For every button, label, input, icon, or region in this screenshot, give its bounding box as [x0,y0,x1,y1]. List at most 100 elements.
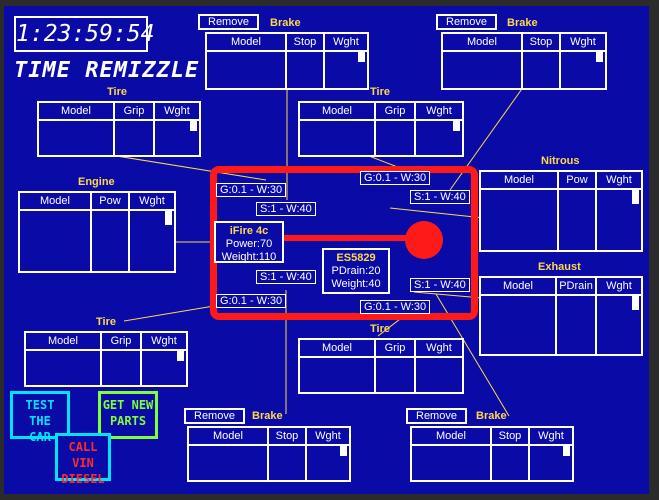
column-header: Grip [101,333,142,351]
column-header: Pow [91,193,130,211]
column-header: Wght [324,34,367,52]
column-header: Stop [491,428,530,446]
brake-stat-label: S:1 - W:40 [410,278,470,292]
tire-stat-label: G:0.1 - W:30 [360,171,431,185]
tire-right-upper-title: Tire [370,86,390,98]
column-header: Model [207,34,287,52]
column-header: Grip [375,340,416,358]
column-header: PDrain [556,278,597,296]
engine-power: Power:70 [225,238,273,250]
button-line: TEST THE [25,398,55,428]
button-line: CALL VIN [68,440,98,470]
column-header: Wght [141,333,186,351]
scrollbar[interactable] [358,52,365,62]
brake-bottom-right-panel: Model Stop Wght [410,426,574,482]
column-header: Wght [129,193,174,211]
brake-bottom-left-title: Brake [252,410,283,422]
column-header: Wght [529,428,572,446]
tire-left-lower-title: Tire [96,316,116,328]
car-steering-wheel [405,221,443,259]
column-header: Wght [415,103,462,121]
scrollbar[interactable] [632,190,639,204]
timer-display: 1:23:59:54 [14,16,154,52]
test-the-car-button[interactable]: TEST THE CAR [10,391,70,444]
exhaust-pdrain: PDrain:20 [331,265,381,277]
brake-top-left-title: Brake [270,17,301,29]
column-header: Wght [596,278,641,296]
column-header: Wght [415,340,462,358]
brake-top-right-panel: Model Stop Wght [441,32,607,90]
column-header: Model [20,193,92,211]
column-header: Model [443,34,523,52]
exhaust-info-box: ES5829 PDrain:20 Weight:40 [322,248,390,294]
brake-stat-label: S:1 - W:40 [410,190,470,204]
scrollbar[interactable] [190,121,197,131]
column-header: Model [481,172,559,190]
tire-left-upper-panel: Model Grip Wght [37,101,201,157]
team-name: TIME REMIZZLE [14,58,200,83]
get-new-parts-button[interactable]: GET NEW PARTS [98,391,158,439]
exhaust-panel: Model PDrain Wght [479,276,643,356]
engine-title: Engine [78,176,115,188]
brake-top-right-title: Brake [507,17,538,29]
car-chassis [210,166,478,320]
column-header: Model [300,103,376,121]
scrollbar[interactable] [563,446,570,456]
column-header: Model [39,103,115,121]
engine-panel: Model Pow Wght [18,191,176,273]
column-header: Pow [558,172,597,190]
tire-left-upper-title: Tire [107,86,127,98]
column-header: Stop [522,34,561,52]
nitrous-panel: Model Pow Wght [479,170,643,252]
exhaust-title: Exhaust [538,261,581,273]
tire-right-upper-panel: Model Grip Wght [298,101,464,157]
button-line: DIESEL [61,472,105,486]
exhaust-weight: Weight:40 [331,278,381,290]
engine-name: iFire 4c [229,225,269,237]
call-vin-diesel-button[interactable]: CALL VIN DIESEL [55,433,111,486]
button-line: PARTS [109,414,147,428]
tire-left-lower-panel: Model Grip Wght [24,331,188,387]
exhaust-name: ES5829 [336,252,376,264]
column-header: Wght [306,428,349,446]
column-header: Model [412,428,492,446]
tire-stat-label: G:0.1 - W:30 [360,300,431,314]
remove-brake-top-left-button[interactable]: Remove [198,14,259,30]
brake-bottom-right-title: Brake [476,410,507,422]
nitrous-title: Nitrous [541,155,580,167]
remove-brake-bottom-left-button[interactable]: Remove [184,408,245,424]
column-header: Wght [560,34,605,52]
scrollbar[interactable] [340,446,347,456]
column-header: Stop [268,428,307,446]
column-header: Grip [114,103,155,121]
engine-info-box: iFire 4c Power:70 Weight:110 [214,221,284,263]
remove-brake-bottom-right-button[interactable]: Remove [406,408,467,424]
car-axle [214,235,426,241]
column-header: Stop [286,34,325,52]
column-header: Grip [375,103,416,121]
button-line: CAR [29,430,51,444]
column-header: Model [26,333,102,351]
tire-stat-label: G:0.1 - W:30 [216,294,287,308]
brake-bottom-left-panel: Model Stop Wght [187,426,351,482]
tire-right-lower-panel: Model Grip Wght [298,338,464,394]
tire-stat-label: G:0.1 - W:30 [216,183,287,197]
tire-right-lower-title: Tire [370,323,390,335]
scrollbar[interactable] [165,211,172,225]
column-header: Model [300,340,376,358]
scrollbar[interactable] [177,351,184,361]
brake-stat-label: S:1 - W:40 [256,202,316,216]
column-header: Wght [154,103,199,121]
scrollbar[interactable] [632,296,639,310]
brake-top-left-panel: Model Stop Wght [205,32,369,90]
column-header: Model [481,278,557,296]
button-line: GET NEW [102,398,154,412]
column-header: Wght [596,172,641,190]
garage-screen: 1:23:59:54 TIME REMIZZLE Remove Brake Mo… [4,6,649,494]
brake-stat-label: S:1 - W:40 [256,270,316,284]
remove-brake-top-right-button[interactable]: Remove [436,14,497,30]
column-header: Model [189,428,269,446]
scrollbar[interactable] [596,52,603,62]
scrollbar[interactable] [453,121,460,131]
engine-weight: Weight:110 [221,251,277,263]
